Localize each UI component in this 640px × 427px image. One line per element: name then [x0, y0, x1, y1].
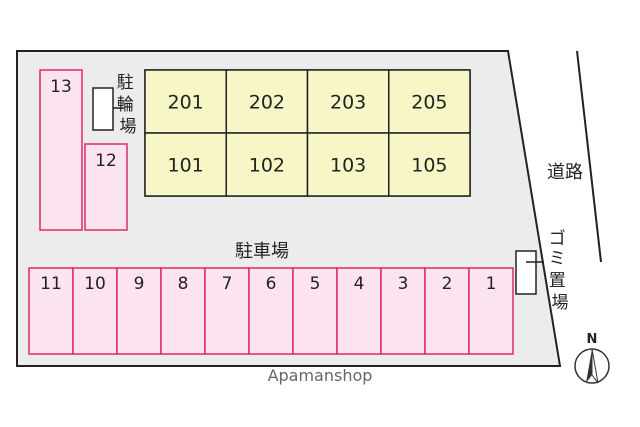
- parking-space-7-label: 7: [222, 274, 233, 294]
- unit-205: [388, 69, 471, 134]
- unit-203-label: 203: [330, 92, 366, 114]
- parking-space-10-label: 10: [84, 274, 106, 294]
- parking-space-5: [292, 267, 338, 355]
- parking-space-7: [204, 267, 250, 355]
- parking-space-1-label: 1: [486, 274, 497, 294]
- parking-space-13-label: 13: [50, 77, 72, 97]
- unit-202-label: 202: [249, 92, 285, 114]
- parking-space-11-label: 11: [40, 274, 62, 294]
- parking-row-bottom: 11 10 9 8 7 6 5 4 3 2 1: [28, 267, 514, 355]
- parking-space-10: [72, 267, 118, 355]
- bicycle-parking-label: 駐 輪 場: [117, 73, 139, 137]
- unit-103-label: 103: [330, 155, 366, 177]
- unit-101: [144, 132, 227, 197]
- apartment-building: 201 202 203 205 101 102 103 105: [144, 69, 471, 197]
- garbage-area-label: ゴ ミ 置 場: [549, 228, 571, 313]
- unit-201-label: 201: [167, 92, 203, 114]
- car-parking-label: 駐車場: [235, 241, 289, 262]
- parking-space-4: [336, 267, 382, 355]
- parking-space-4-label: 4: [354, 274, 365, 294]
- parking-space-12-label: 12: [95, 151, 117, 171]
- unit-105: [388, 132, 471, 197]
- parking-space-13: [39, 69, 83, 231]
- unit-101-label: 101: [167, 155, 203, 177]
- unit-105-label: 105: [411, 155, 447, 177]
- parking-space-9-label: 9: [134, 274, 145, 294]
- north-arrow-icon: N: [574, 332, 610, 384]
- parking-space-8: [160, 267, 206, 355]
- unit-103: [306, 132, 390, 197]
- parking-space-1: [468, 267, 514, 355]
- parking-space-6: [248, 267, 294, 355]
- parking-space-9: [116, 267, 162, 355]
- parking-space-6-label: 6: [266, 274, 277, 294]
- parking-space-3: [380, 267, 426, 355]
- parking-space-8-label: 8: [178, 274, 189, 294]
- unit-102-label: 102: [249, 155, 285, 177]
- credit-text: Apamanshop: [267, 366, 373, 385]
- road-edge-line: [576, 50, 602, 263]
- road-label: 道路: [547, 162, 583, 183]
- north-label: N: [587, 332, 598, 347]
- parking-space-2-label: 2: [442, 274, 453, 294]
- unit-205-label: 205: [411, 92, 447, 114]
- parking-space-5-label: 5: [310, 274, 321, 294]
- bicycle-parking-box: [92, 87, 114, 131]
- parking-space-3-label: 3: [398, 274, 409, 294]
- parking-space-2: [424, 267, 470, 355]
- garbage-area-box: [515, 250, 537, 295]
- unit-102: [225, 132, 309, 197]
- parking-space-11: [28, 267, 74, 355]
- parking-space-12: [84, 143, 128, 231]
